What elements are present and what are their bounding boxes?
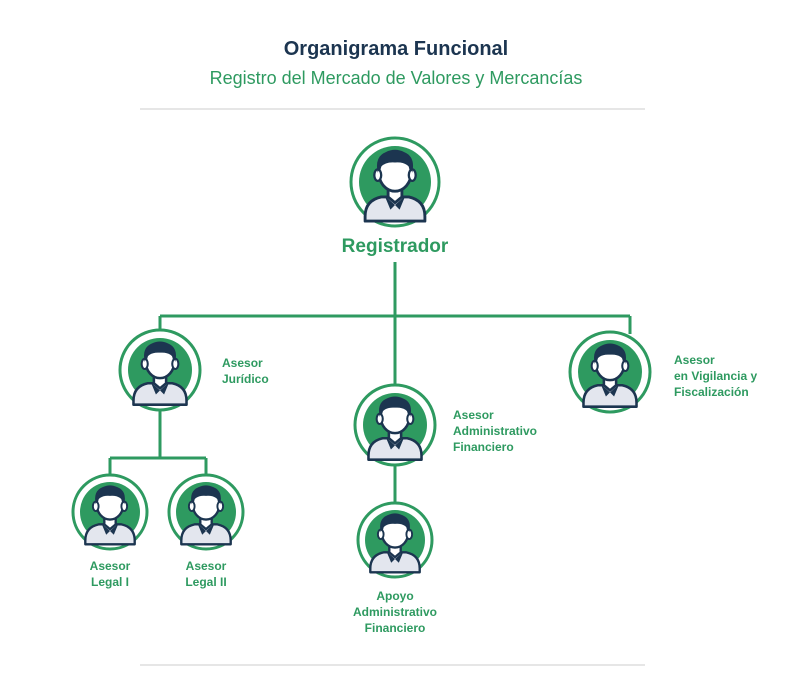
label-line: Financiero [364, 621, 426, 635]
connector-lines [108, 262, 632, 502]
label-line: Financiero [453, 440, 514, 454]
label-line: Legal II [185, 575, 227, 589]
page-title: Organigrama Funcional [283, 38, 509, 60]
label-line: Administrativo [352, 605, 437, 619]
label-line: Legal I [90, 575, 129, 589]
label-line: Asesor [222, 356, 263, 370]
avatar-asesor-admin [353, 383, 437, 467]
node-label-asesor-juridico: Asesor Jurídico [222, 355, 269, 387]
label-line: Asesor [674, 353, 715, 367]
bottom-divider [140, 664, 645, 666]
label-line: en Vigilancia y [674, 369, 758, 383]
node-label-registrador: Registrador [341, 236, 449, 257]
node-label-apoyo-admin: Apoyo Administrativo Financiero [335, 588, 455, 636]
node-label-asesor-vigilancia: Asesor en Vigilancia y Fiscalización [674, 352, 757, 400]
top-divider [140, 108, 645, 110]
label-line: Administrativo [453, 424, 538, 438]
label-line: Fiscalización [674, 385, 749, 399]
avatar-apoyo-admin [356, 501, 434, 579]
label-line: Apoyo [376, 589, 414, 603]
page-subtitle: Registro del Mercado de Valores y Mercan… [209, 68, 583, 88]
avatar-asesor-legal-1 [71, 473, 149, 551]
avatar-asesor-juridico [118, 328, 202, 412]
node-label-asesor-legal-2: Asesor Legal II [166, 558, 246, 590]
label-line: Asesor [453, 408, 494, 422]
label-line: Jurídico [222, 372, 269, 386]
avatar-asesor-legal-2 [167, 473, 245, 551]
label-line: Asesor [185, 559, 227, 573]
node-label-asesor-admin: Asesor Administrativo Financiero [453, 407, 537, 455]
avatar-registrador [349, 136, 441, 228]
label-line: Asesor [89, 559, 131, 573]
node-label-asesor-legal-1: Asesor Legal I [70, 558, 150, 590]
avatar-asesor-vigilancia [568, 330, 652, 414]
